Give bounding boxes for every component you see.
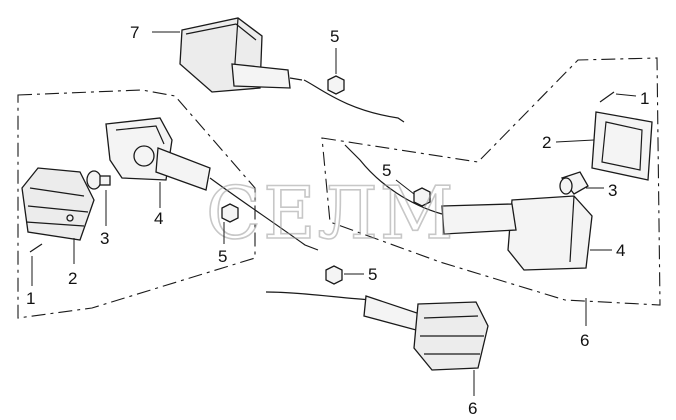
callout-5-left: 5 [218,247,227,266]
left-lens-part-2 [21,167,95,241]
callout-1-right: 1 [640,89,649,108]
callout-2-right: 2 [542,133,551,152]
callout-1-left: 1 [26,289,35,308]
callout-6-right: 6 [580,331,589,350]
left-assembly-boundary [17,89,256,319]
left-bulb-part-3 [86,170,111,190]
nut-5-center [413,187,431,207]
nut-5-lower [325,265,343,285]
right-bulb-part-3 [559,171,589,195]
callout-5-center: 5 [382,161,391,180]
leader-5-center [395,179,415,195]
screw-1-right [599,91,615,103]
right-housing-part-4 [344,144,593,271]
right-assembly-boundary [321,57,661,306]
left-housing-part-4 [105,117,319,251]
rear-turn-signal-part-7 [179,17,405,123]
callout-3-right: 3 [608,181,617,200]
front-turn-signal-part-6 [265,291,489,371]
leader-2-right [555,139,595,143]
callout-4-left: 4 [154,209,163,228]
callout-3-left: 3 [100,229,109,248]
nut-5-left [221,203,239,223]
callout-6-bottom: 6 [468,399,477,418]
callout-2-left: 2 [68,269,77,288]
callout-5-top: 5 [330,27,339,46]
right-lens-part-2 [591,111,653,181]
callout-4-right: 4 [616,241,625,260]
leader-1-right [615,93,637,97]
callout-7: 7 [130,23,139,42]
nut-5-top [327,75,345,95]
watermark: СЕЛМ [206,171,455,255]
callout-5-lower: 5 [368,265,377,284]
screw-1-left [29,243,43,253]
